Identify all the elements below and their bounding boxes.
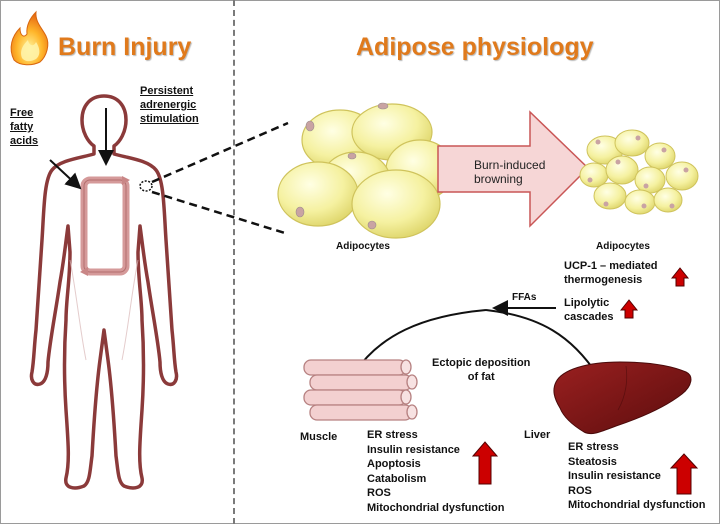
body-shadow-lines	[69, 259, 139, 361]
browning-label: Burn-induced browning	[474, 158, 546, 186]
muscle-effects-list: ER stress Insulin resistance Apoptosis C…	[367, 428, 505, 516]
zoom-line-top	[151, 121, 289, 184]
arrow-to-liver	[485, 309, 602, 382]
muscle-icon	[303, 359, 418, 421]
list-item: ER stress	[367, 429, 418, 441]
zoom-line-bottom	[151, 190, 289, 236]
list-item: Insulin resistance	[367, 443, 460, 456]
section-divider	[233, 0, 235, 524]
liver-label: Liver	[524, 429, 551, 441]
up-arrow-icon	[471, 267, 699, 495]
burn-injury-title: Burn Injury	[58, 33, 192, 61]
list-item: Insulin resistance	[568, 470, 661, 483]
liver-icon	[553, 361, 692, 435]
ucp1-label: UCP-1 – mediated thermogenesis	[564, 260, 658, 286]
adipocytes-left-label: Adipocytes	[336, 241, 390, 252]
fat-depot-loop	[80, 176, 130, 276]
fatty-acids-arrow	[49, 159, 82, 190]
list-item: Catabolism	[367, 472, 427, 485]
body-outline	[29, 94, 179, 490]
list-item: ROS	[568, 484, 592, 497]
persistent-stimulation-label: Persistent adrenergic stimulation	[140, 85, 199, 125]
adipocytes-right-label: Adipocytes	[596, 241, 650, 252]
list-item: Mitochondrial dysfunction	[367, 501, 505, 514]
list-item: Mitochondrial dysfunction	[568, 499, 706, 512]
list-item: Apoptosis	[367, 458, 421, 471]
loop-arrowheads	[80, 176, 130, 276]
flame-icon	[10, 10, 49, 66]
white-adipocytes-cluster	[277, 103, 455, 239]
white-adipocyte-nuclei	[295, 102, 451, 230]
zoom-marker	[139, 180, 153, 192]
free-fatty-acids-label: Free fatty acids	[10, 107, 39, 147]
list-item: Steatosis	[568, 455, 617, 468]
list-item: ER stress	[568, 441, 619, 453]
muscle-label: Muscle	[300, 431, 338, 443]
list-item: ROS	[367, 487, 391, 500]
ectopic-deposition-label: Ectopic deposition of fat	[432, 357, 531, 383]
liver-effects-list: ER stress Steatosis Insulin resistance R…	[568, 440, 706, 513]
beige-adipocyte-nuclei	[587, 135, 689, 209]
adipose-physiology-title: Adipose physiology	[356, 33, 594, 61]
lipolytic-label: Lipolytic cascades	[564, 297, 614, 323]
ffas-label: FFAs	[512, 292, 537, 303]
beige-adipocytes-cluster	[579, 129, 699, 215]
browning-arrow	[437, 110, 590, 228]
